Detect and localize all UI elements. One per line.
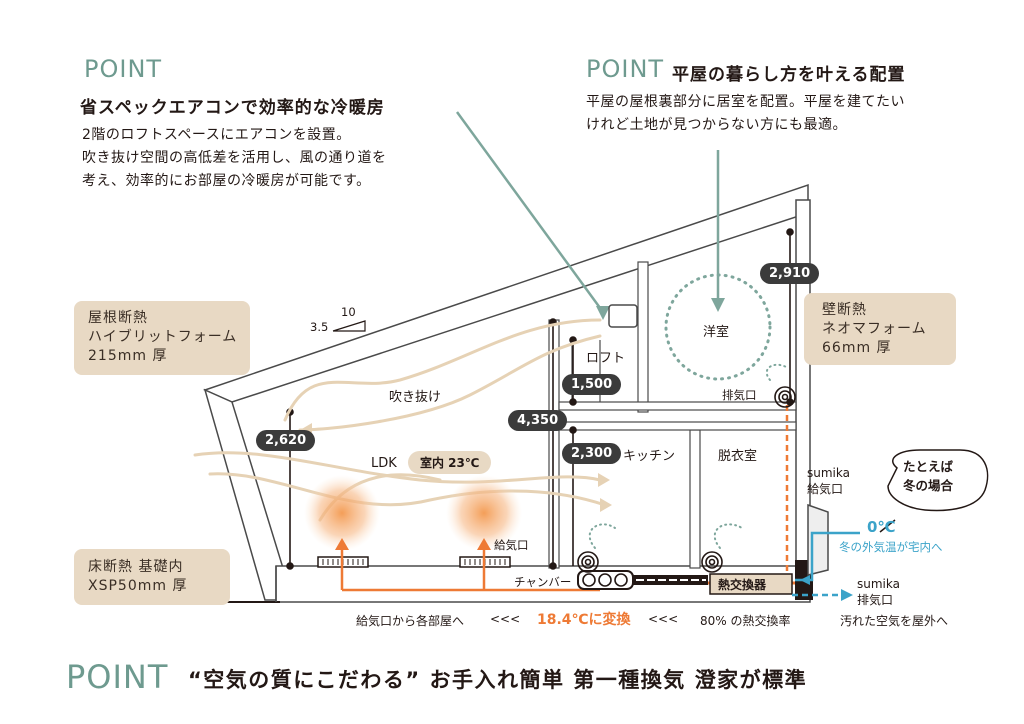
point2-label: POINT: [586, 55, 665, 83]
wall-a: [548, 319, 560, 569]
callout-line: 床断熱 基礎内: [88, 559, 184, 575]
loft-floor: [558, 401, 797, 411]
room-ldk: LDK: [371, 456, 397, 471]
flow-left-text: 給気口から各部屋へ: [356, 614, 465, 628]
callout-line: 壁断熱: [822, 302, 867, 318]
sumika-exhaust-line: sumika: [857, 577, 900, 591]
pointer-line-1: [455, 111, 605, 313]
point1-title: 省スペックエアコンで効率的な冷暖房: [80, 98, 385, 118]
supply-label: 給気口: [494, 538, 529, 552]
sumika-supply-label: sumika 給気口: [807, 465, 850, 497]
spiral-vent-kitchen: [577, 551, 599, 573]
dimension-4350: 4,350: [508, 410, 568, 431]
room-air-circle: [664, 273, 772, 381]
callout-line: ネオマフォーム: [822, 321, 927, 337]
point2-title: 平屋の暮らし方を叶える配置: [672, 65, 906, 85]
slope-indicator: [332, 320, 366, 332]
dirty-air-label: 汚れた空気を屋外へ: [840, 614, 949, 628]
exhaust-label: 排気口: [722, 388, 757, 402]
heat-glow-left: [304, 475, 380, 551]
dimension-1500: 1,500: [562, 374, 622, 395]
sumika-supply-line: sumika: [807, 466, 850, 480]
callout-line: 66mm 厚: [822, 340, 892, 356]
roof-insulation-callout: 屋根断熱 ハイブリットフォーム 215mm 厚: [74, 301, 250, 375]
example-line: 冬の場合: [903, 478, 954, 493]
flow-arrows-1: <<<: [490, 612, 521, 626]
room-western: 洋室: [703, 325, 730, 340]
converted-temp: 18.4℃に変換: [537, 612, 631, 628]
point1-line: 考え、効率的にお部屋の冷暖房が可能です。: [82, 173, 371, 189]
example-line: たとえば: [903, 459, 954, 474]
point1-line: 吹き抜け空間の高低差を活用し、風の通り道を: [82, 150, 387, 166]
sumika-exhaust-label: sumika 排気口: [857, 576, 900, 608]
callout-line: ハイブリットフォーム: [88, 329, 238, 345]
bottom-headline: “空気の質にこだわる” お手入れ簡単 第一種換気 澄家が標準: [188, 668, 808, 692]
point2-line: 平屋の屋根裏部分に居室を配置。平屋を建てたい: [586, 94, 905, 110]
sumika-exhaust-line: 排気口: [857, 593, 894, 607]
heat-glow-right: [446, 475, 522, 551]
example-text: たとえば 冬の場合: [903, 457, 953, 495]
wall-c: [689, 429, 701, 569]
callout-line: 屋根断熱: [88, 310, 148, 326]
air-conditioner: [608, 304, 638, 328]
ceiling-1f: [558, 421, 797, 431]
callout-line: XSP50mm 厚: [88, 578, 188, 594]
heat-exchange-rate: 80% の熱交換率: [700, 614, 791, 628]
bottom-point-label: POINT: [66, 658, 169, 696]
point1-line: 2階のロフトスペースにエアコンを設置。: [82, 127, 351, 143]
slope-run: 10: [341, 305, 356, 319]
chamber-label: チャンバー: [514, 575, 572, 589]
sumika-supply-line: 給気口: [807, 482, 844, 496]
heat-exchanger-box: [709, 573, 793, 595]
room-kitchen: キッチン: [623, 449, 676, 464]
point2-body: 平屋の屋根裏部分に居室を配置。平屋を建てたい けれど土地が見つからない方にも最適…: [586, 91, 905, 137]
point2-line: けれど土地が見つからない方にも最適。: [586, 117, 847, 133]
dimension-2300: 2,300: [562, 443, 622, 464]
room-loft: ロフト: [586, 351, 626, 366]
heat-exchanger-label: 熱交換器: [718, 578, 767, 592]
example-bubble: [887, 449, 989, 512]
spiral-vent-exhaust: [774, 386, 796, 408]
floor-insulation-callout: 床断熱 基礎内 XSP50mm 厚: [74, 549, 230, 605]
dimension-2910: 2,910: [760, 263, 820, 284]
point1-label: POINT: [84, 55, 163, 83]
callout-line: 215mm 厚: [88, 348, 168, 364]
wall-b: [637, 261, 649, 413]
dimension-2620: 2,620: [256, 430, 316, 451]
wall-insulation-callout: 壁断熱 ネオマフォーム 66mm 厚: [804, 293, 956, 365]
outside-desc: 冬の外気温が宅内へ: [839, 540, 943, 554]
spiral-vent-bath: [701, 551, 723, 573]
flow-arrows-2: <<<: [648, 612, 679, 626]
room-dressing: 脱衣室: [718, 449, 758, 464]
slope-rise: 3.5: [310, 320, 329, 334]
point1-body: 2階のロフトスペースにエアコンを設置。 吹き抜け空間の高低差を活用し、風の通り道…: [82, 124, 387, 193]
outside-temp: 0℃: [867, 518, 896, 536]
indoor-temp-badge: 室内 23℃: [408, 451, 492, 474]
room-fukinuke: 吹き抜け: [389, 390, 442, 405]
